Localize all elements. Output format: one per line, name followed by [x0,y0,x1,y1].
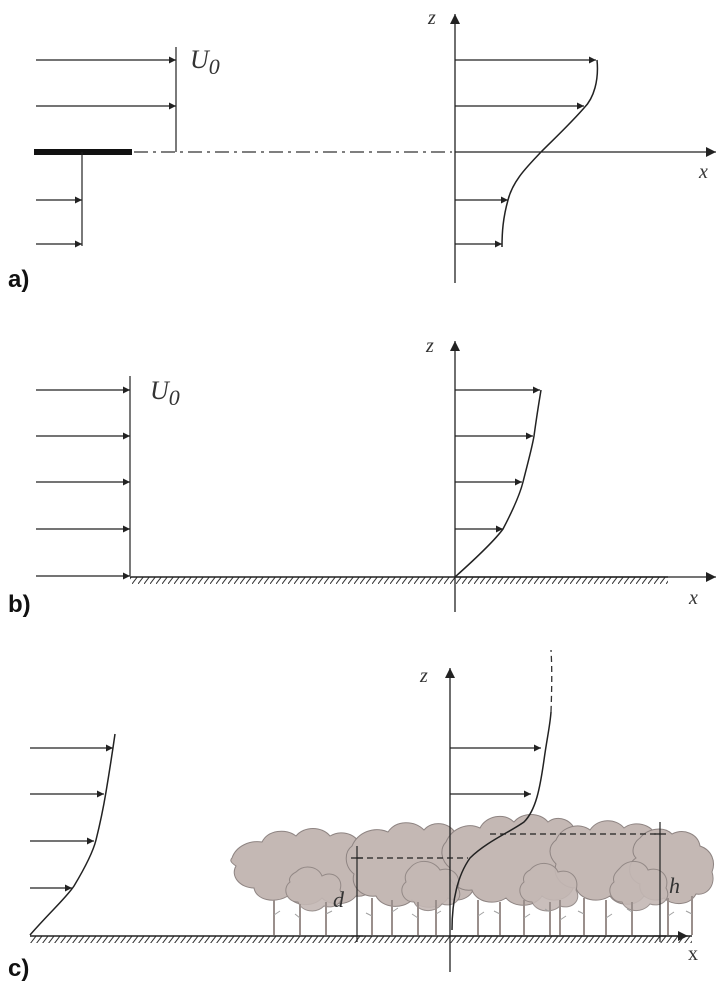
forest-canopy [230,814,714,912]
displacement-height-label: d [333,887,345,912]
free-stream-label-b: U0 [150,376,180,410]
canopy-profile-arrows [450,744,541,798]
inflow-lower-arrows [36,152,83,248]
upstream-profile [29,733,116,936]
ground-hatching-c [30,936,692,943]
tree-twigs [273,907,693,921]
upstream-profile-arrows [30,744,113,892]
z-axis-label-c: z [419,665,428,687]
boundary-layer-profile-arrows-b [455,386,540,533]
z-axis-label-a: z [427,7,436,29]
free-stream-label-a: U0 [190,45,220,79]
inflow-upper-arrows [36,47,177,152]
log-profile-extension [550,649,553,713]
panel-a: U0 z x a) [8,7,716,293]
boundary-layer-profile-b [454,389,542,578]
inflow-arrows-b [36,376,131,580]
mixing-layer-profile [501,59,599,248]
panel-label-c: c) [8,955,29,982]
canopy-velocity-profile [451,711,552,931]
panel-label-b: b) [8,591,31,618]
canopy-height-label: h [669,873,680,898]
mixing-layer-profile-arrows [455,56,596,248]
canopy-height-ticks [654,833,666,937]
panel-label-a: a) [8,266,29,293]
x-axis-label-b: x [688,587,698,609]
ground-hatching-b [130,577,668,584]
tree-trunks [273,896,693,935]
panel-b: U0 z x b) [8,335,716,618]
x-axis-label-c: x [688,943,698,965]
displacement-height-ticks [351,857,363,937]
z-axis-label-b: z [425,335,434,357]
x-axis-label-a: x [698,161,708,183]
panel-c: z x d h c) [8,649,714,982]
